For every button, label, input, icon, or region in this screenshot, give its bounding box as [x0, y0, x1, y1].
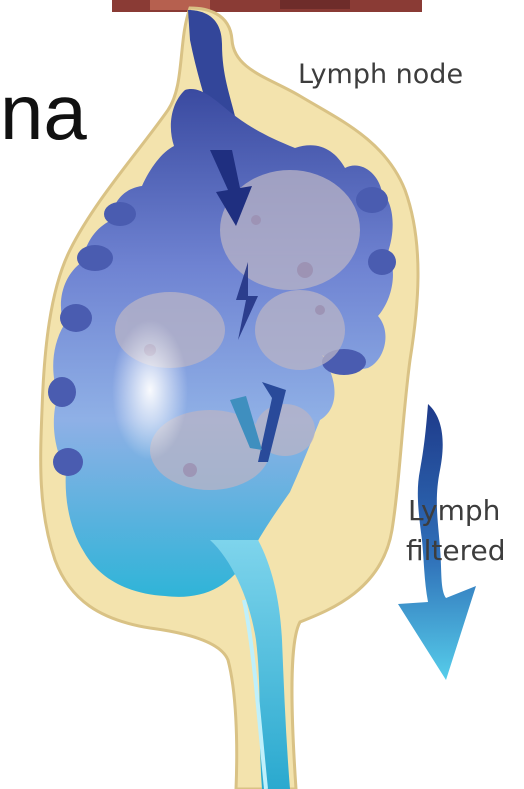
lymph-node-label: Lymph node [298, 59, 463, 90]
title-fragment: na [0, 68, 87, 156]
lymph-filtered-label-line1: Lymph [408, 494, 500, 527]
node-highlight [112, 320, 188, 460]
top-image-fragment [112, 0, 422, 12]
lymph-filtered-label-line2: filtered [406, 534, 506, 567]
